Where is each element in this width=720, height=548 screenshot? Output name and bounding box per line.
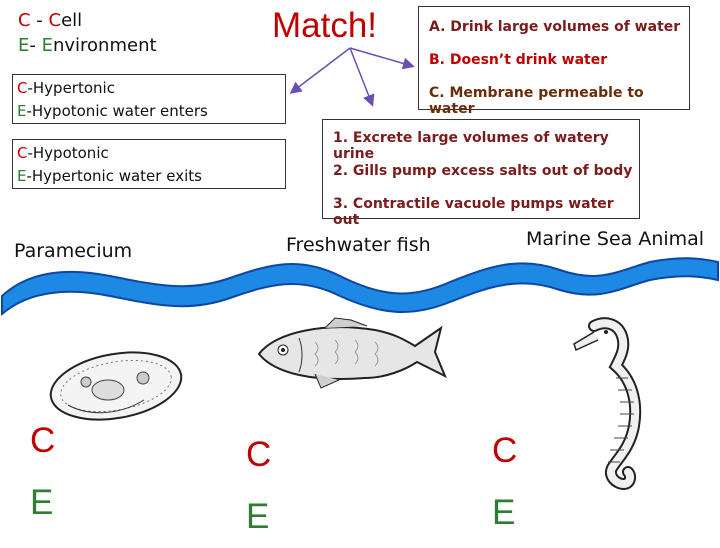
match-arrows	[289, 47, 415, 107]
option-2: 2. Gills pump excess salts out of body	[333, 163, 633, 179]
option-3: 3. Contractile vacuole pumps water out	[333, 196, 614, 228]
option-c: C. Membrane permeable to water	[429, 85, 644, 117]
c-marker: C	[246, 435, 272, 474]
fish-illustration	[257, 317, 447, 389]
e-marker: E	[30, 483, 54, 522]
legend-dash: -	[30, 10, 49, 31]
page-title: Match!	[272, 6, 378, 45]
e-marker: E	[246, 497, 270, 536]
water-ribbon	[1, 257, 719, 317]
letter-options-box: A. Drink large volumes of water B. Doesn…	[418, 6, 690, 117]
legend-c-letter-2: C	[48, 10, 62, 31]
condition-c-letter: C	[17, 144, 28, 162]
legend-c-letter: C	[18, 10, 31, 31]
legend-environment-word: nvironment	[52, 35, 157, 56]
c-marker: C	[492, 431, 518, 470]
condition-box-hypotonic-cell: C-Hypotonic E-Hypertonic water exits	[12, 139, 286, 189]
label-freshwater-fish: Freshwater fish	[286, 234, 431, 256]
ce-marker-freshwater-fish: C E	[246, 424, 271, 548]
condition-e-text: -Hypotonic water enters	[26, 102, 208, 120]
option-b: B. Doesn’t drink water	[429, 52, 608, 68]
condition-e-letter: E	[17, 102, 27, 120]
seahorse-illustration	[573, 317, 642, 491]
arrow-to-options	[349, 47, 415, 70]
arrow-to-conditions	[289, 47, 351, 94]
label-marine-sea-animal: Marine Sea Animal	[526, 228, 705, 250]
option-a: A. Drink large volumes of water	[429, 19, 681, 35]
legend-environment: E- Environment	[18, 33, 157, 58]
c-marker: C	[30, 421, 56, 460]
condition-c-letter: C	[17, 79, 28, 97]
legend-e-letter-2: E	[41, 35, 53, 56]
option-1: 1. Excrete large volumes of watery urine	[333, 130, 609, 162]
legend: C - Cell E- Environment	[18, 8, 157, 58]
ce-marker-paramecium: C E	[30, 410, 55, 534]
paramecium-illustration	[49, 351, 183, 421]
legend-dash-2: -	[29, 35, 42, 56]
e-marker: E	[492, 493, 516, 532]
legend-cell-word: ell	[61, 10, 83, 31]
legend-e-letter: E	[18, 35, 30, 56]
condition-c-text: -Hypotonic	[27, 144, 109, 162]
condition-box-hypertonic-cell: C-Hypertonic E-Hypotonic water enters	[12, 74, 286, 124]
condition-e-text: -Hypertonic water exits	[26, 167, 202, 185]
condition-e-letter: E	[17, 167, 27, 185]
label-paramecium: Paramecium	[14, 240, 133, 262]
arrow-to-numbers	[349, 47, 375, 107]
condition-c-text: -Hypertonic	[27, 79, 115, 97]
number-options-box: 1. Excrete large volumes of watery urine…	[322, 119, 640, 228]
ce-marker-marine-sea-animal: C E	[492, 420, 517, 544]
legend-cell: C - Cell	[18, 8, 157, 33]
